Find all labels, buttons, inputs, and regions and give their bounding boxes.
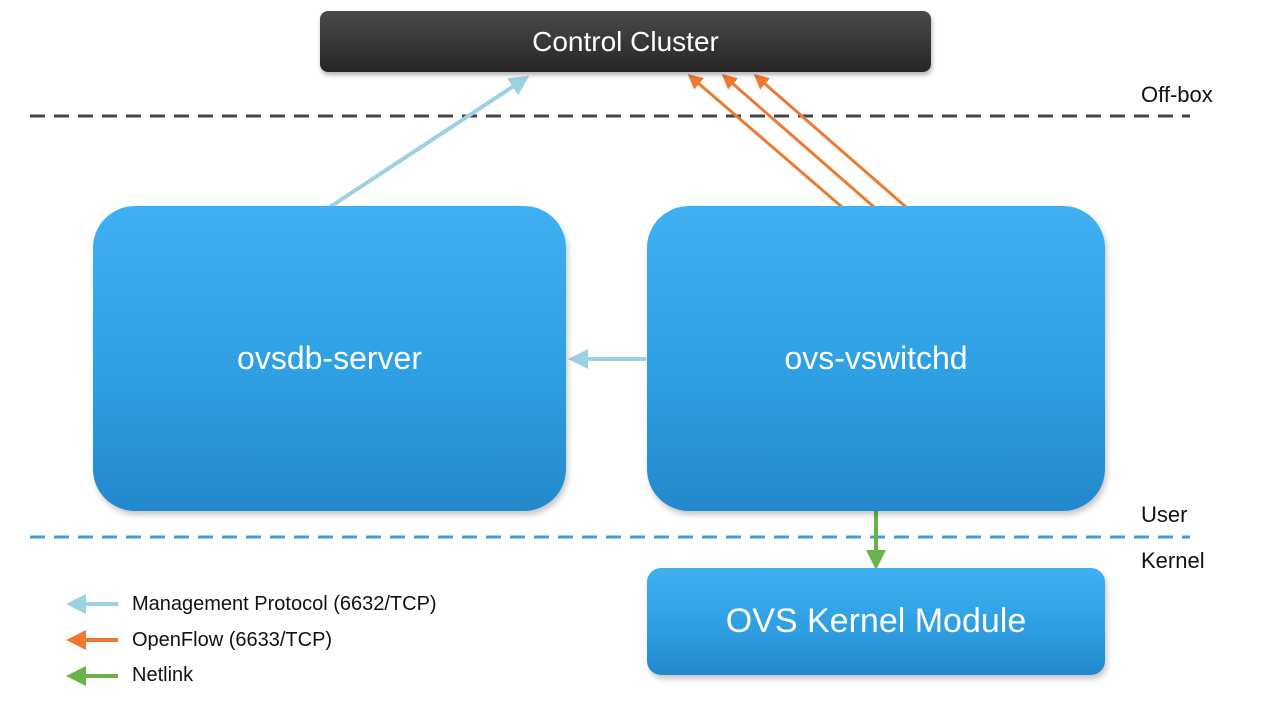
ovs-vswitchd-label: ovs-vswitchd [784, 340, 968, 376]
offbox-zone-label: Off-box [1141, 82, 1213, 107]
ovs-kernel-module-label: OVS Kernel Module [725, 602, 1027, 640]
ovsdb-server-node: ovsdb-server [93, 206, 566, 511]
ovsdb-server-label: ovsdb-server [237, 340, 422, 376]
user-zone-label: User [1141, 502, 1188, 527]
openflow-connector-3 [753, 74, 907, 209]
ovs-vswitchd-node: ovs-vswitchd [647, 206, 1105, 511]
legend-management-label: Management Protocol (6632/TCP) [132, 593, 437, 615]
control-cluster-label: Control Cluster [532, 25, 719, 57]
legend-netlink-label: Netlink [132, 664, 194, 686]
legend-openflow-label: OpenFlow (6633/TCP) [132, 629, 333, 651]
kernel-zone-label: Kernel [1141, 548, 1205, 573]
management-connector [328, 75, 530, 209]
openflow-connector-1 [687, 74, 843, 209]
ovs-kernel-module-node: OVS Kernel Module [647, 568, 1105, 675]
openflow-connector-2 [721, 74, 875, 209]
control-cluster-node: Control Cluster [320, 11, 931, 72]
